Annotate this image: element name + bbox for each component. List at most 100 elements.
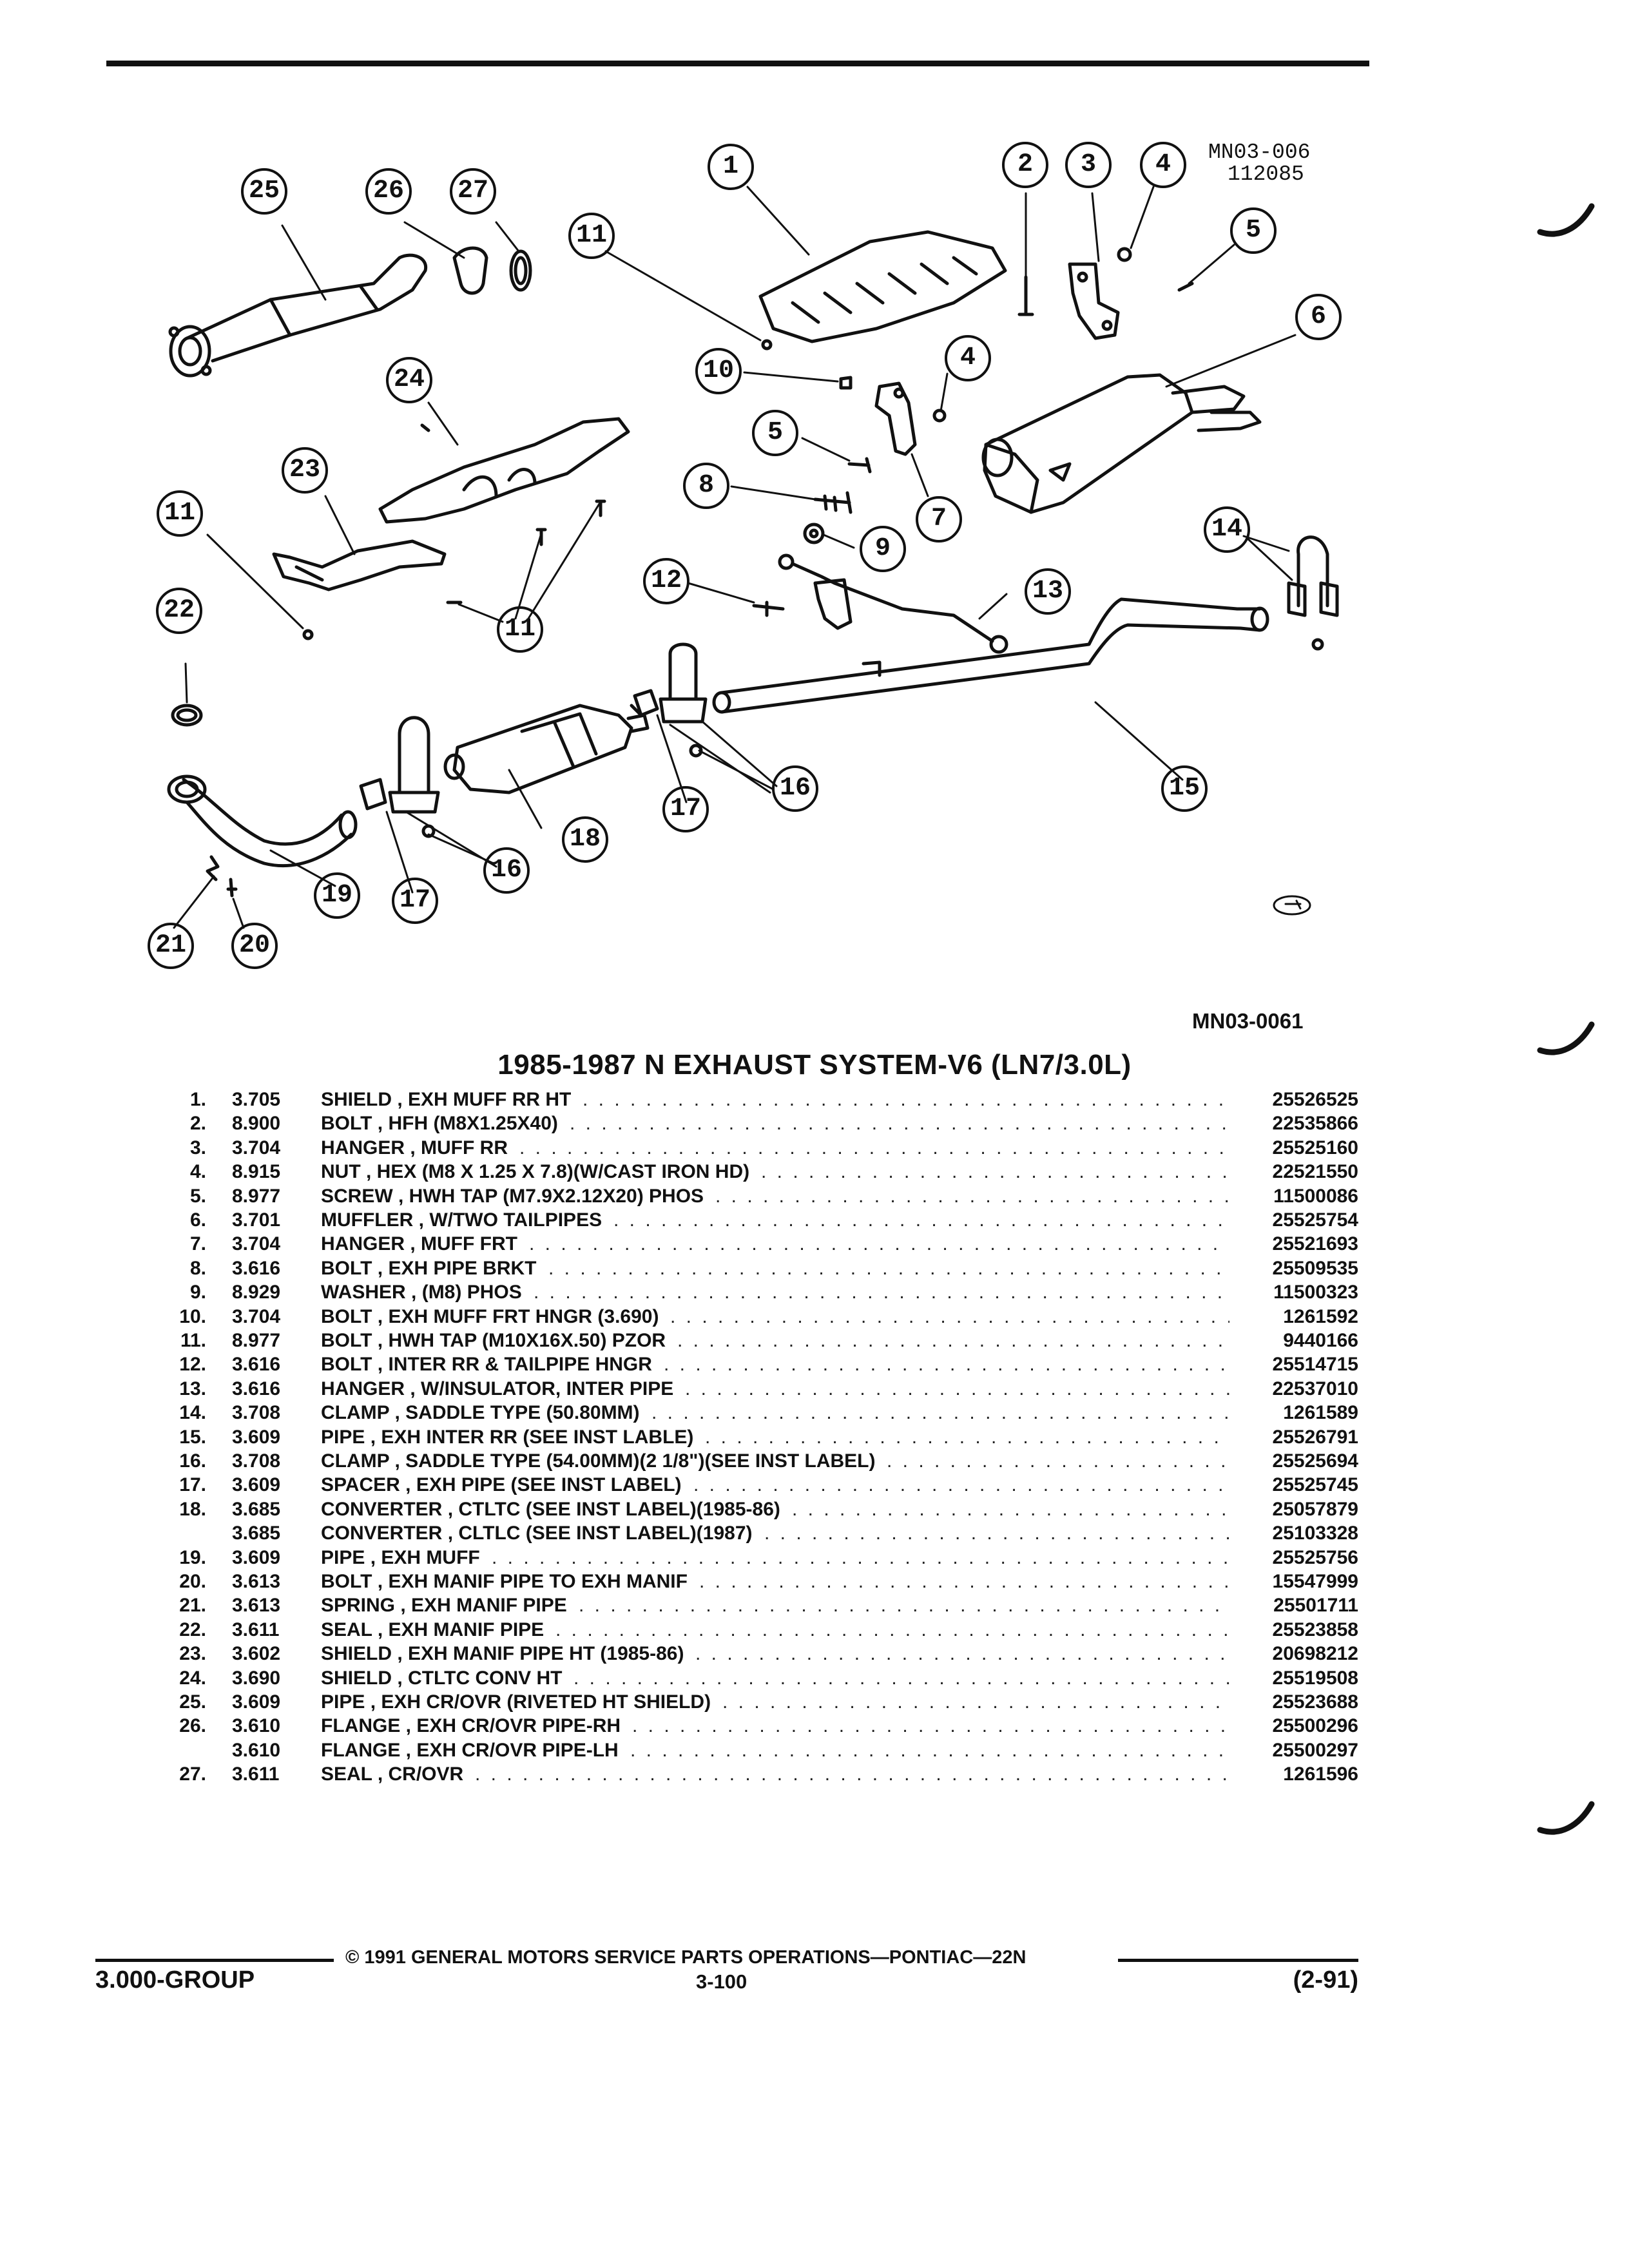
part-spacer-b <box>359 778 387 811</box>
part-number: 25501711 <box>1273 1595 1358 1617</box>
part-detail: , W/TWO TAILPIPES <box>418 1209 602 1231</box>
figure-code-top: MN03-006 <box>1208 140 1311 164</box>
callout-7: 7 <box>930 505 947 533</box>
catalog-code: 3.602 <box>232 1643 281 1665</box>
part-detail: , EXH INTER RR (SEE INST LABLE) <box>370 1426 694 1448</box>
leader-dots: . . . . . . . . . . . . . . . . . . . . … <box>685 1378 1229 1399</box>
part-detail: , EXH PIPE (SEE INST LABEL) <box>405 1474 682 1496</box>
leader-dots: . . . . . . . . . . . . . . . . . . . . … <box>583 1089 1229 1110</box>
item-number: 8. <box>189 1257 206 1279</box>
callout-16b: 16 <box>490 856 522 885</box>
footer-rule-left <box>95 1959 334 1962</box>
leader-dots: . . . . . . . . . . . . . . . . . . . . … <box>492 1546 1229 1568</box>
callout-12: 12 <box>650 566 682 595</box>
part-number: 25521693 <box>1272 1233 1358 1255</box>
part-clamp-54mm-b <box>388 716 440 838</box>
callout-1: 1 <box>722 152 738 181</box>
part-number: 25526525 <box>1272 1089 1358 1110</box>
callout-26: 26 <box>372 177 404 206</box>
part-description: BOLT , HFH (M8X1.25X40) <box>321 1111 558 1136</box>
item-number: 10. <box>179 1305 206 1327</box>
item-number: 26. <box>179 1715 206 1737</box>
part-description: PIPE , EXH MUFF <box>321 1546 480 1570</box>
leader-dots: . . . . . . . . . . . . . . . . . . . . … <box>699 1571 1229 1592</box>
part-number: 25526791 <box>1272 1426 1358 1448</box>
leader-dots: . . . . . . . . . . . . . . . . . . . . … <box>764 1523 1229 1544</box>
part-description: BOLT , EXH MANIF PIPE TO EXH MANIF <box>321 1570 688 1594</box>
callout-18: 18 <box>569 825 601 854</box>
part-name: CONVERTER <box>321 1523 443 1544</box>
part-shield-muff-rr-ht <box>758 230 1007 343</box>
part-number: 25523858 <box>1272 1619 1358 1640</box>
catalog-code: 3.609 <box>232 1546 281 1568</box>
part-name: PIPE <box>321 1546 365 1568</box>
part-description: FLANGE , EXH CR/OVR PIPE-RH <box>321 1714 621 1738</box>
part-nut-a <box>1117 247 1132 262</box>
part-screw-b <box>847 457 872 474</box>
callout-4: 4 <box>1155 150 1171 179</box>
leader-dots: . . . . . . . . . . . . . . . . . . . . … <box>534 1282 1229 1303</box>
callout-3: 3 <box>1080 150 1096 179</box>
callout-16a: 16 <box>779 774 811 803</box>
part-number: 15547999 <box>1272 1571 1358 1592</box>
part-number: 25525160 <box>1272 1137 1358 1158</box>
part-number: 25525694 <box>1272 1450 1358 1472</box>
part-number: 1261592 <box>1283 1305 1358 1327</box>
part-detail: , EXH MANIF PIPE TO EXH MANIF <box>377 1571 688 1592</box>
catalog-code: 3.704 <box>232 1233 281 1255</box>
callout-9: 9 <box>874 534 891 563</box>
part-flange <box>452 246 488 295</box>
part-description: SHIELD , EXH MANIF PIPE HT (1985-86) <box>321 1642 684 1666</box>
catalog-code: 8.900 <box>232 1113 281 1135</box>
part-description: CONVERTER , CLTLC (SEE INST LABEL)(1987) <box>321 1521 753 1546</box>
part-bolt-manif <box>226 878 238 898</box>
section-title: 1985-1987 N EXHAUST SYSTEM-V6 (LN7/3.0L) <box>497 1049 1132 1081</box>
leader-dots: . . . . . . . . . . . . . . . . . . . . … <box>670 1305 1229 1327</box>
part-detail: , INTER RR & TAILPIPE HNGR <box>377 1354 652 1376</box>
catalog-code: 3.616 <box>232 1378 281 1399</box>
part-description: NUT , HEX (M8 X 1.25 X 7.8)(W/CAST IRON … <box>321 1160 749 1184</box>
part-number: 22537010 <box>1272 1378 1358 1399</box>
leader-dots: . . . . . . . . . . . . . . . . . . . . … <box>693 1474 1229 1496</box>
part-shield-manif-pipe <box>272 539 447 591</box>
part-bolt-exh-pipe-brkt <box>813 491 853 514</box>
callout-8: 8 <box>698 471 714 500</box>
part-seal-manif <box>171 704 203 727</box>
callout-5: 5 <box>1245 216 1261 245</box>
part-name: HANGER <box>321 1233 405 1255</box>
diagram-drawing <box>148 142 1342 969</box>
footer-page-number: 3-100 <box>696 1970 747 1993</box>
part-name: MUFFLER <box>321 1209 414 1231</box>
part-description: SEAL , EXH MANIF PIPE <box>321 1618 544 1642</box>
part-name: HANGER <box>321 1137 405 1158</box>
callout-13: 13 <box>1032 577 1063 606</box>
leader-dots: . . . . . . . . . . . . . . . . . . . . … <box>613 1209 1229 1231</box>
item-number: 11. <box>180 1330 206 1351</box>
part-shield-conv-ht <box>378 417 630 524</box>
part-description: SHIELD , CTLTC CONV HT <box>321 1666 562 1691</box>
part-name: CLAMP <box>321 1450 390 1472</box>
leader-dots: . . . . . . . . . . . . . . . . . . . . … <box>677 1330 1229 1351</box>
part-converter <box>443 704 650 794</box>
part-detail: , CLTLC (SEE INST LABEL)(1987) <box>447 1523 753 1544</box>
part-detail: , EXH MANIF PIPE <box>400 1595 567 1617</box>
footer-copyright: © 1991 GENERAL MOTORS SERVICE PARTS OPER… <box>345 1947 1027 1968</box>
catalog-code: 3.690 <box>232 1667 281 1689</box>
part-number: 25525756 <box>1272 1546 1358 1568</box>
leader-dots: . . . . . . . . . . . . . . . . . . . . … <box>695 1643 1229 1665</box>
part-seal-crovr <box>509 249 532 292</box>
